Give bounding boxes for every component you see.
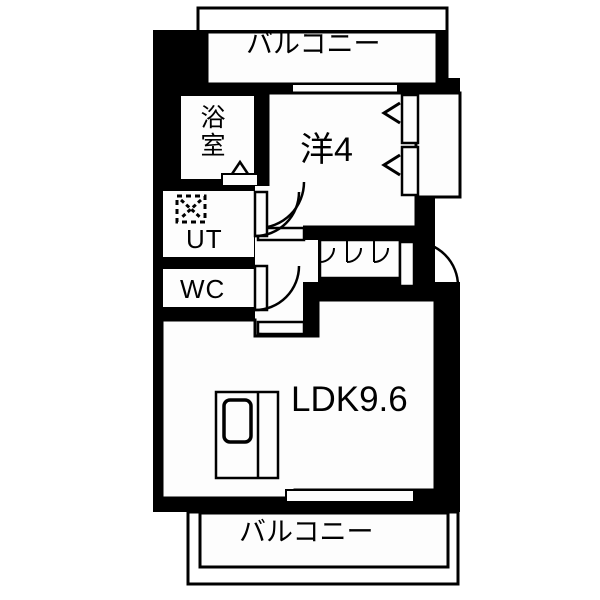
washing-machine-icon xyxy=(175,194,207,224)
balcony-bottom-room xyxy=(198,511,450,569)
toilet-room-box xyxy=(161,267,256,309)
living-dining-kitchen-label: LDK9.6 xyxy=(291,380,408,419)
balcony-bottom-label: バルコニー xyxy=(239,517,374,547)
bathroom-room xyxy=(179,94,259,187)
balcony-top-label: バルコニー xyxy=(246,29,381,59)
western-room-label: 洋4 xyxy=(300,131,353,169)
entrance-door xyxy=(398,240,460,288)
kitchen-sink xyxy=(214,390,280,480)
closet-box xyxy=(381,91,462,199)
toilet-label: WC xyxy=(180,274,226,304)
bathroom-label: 浴室 xyxy=(200,104,226,160)
toilet-door xyxy=(253,264,301,312)
utility-door xyxy=(253,190,301,238)
ldk-window-sill xyxy=(285,489,415,503)
entry-closet xyxy=(318,238,402,280)
utility-room-label: UT xyxy=(186,224,223,254)
